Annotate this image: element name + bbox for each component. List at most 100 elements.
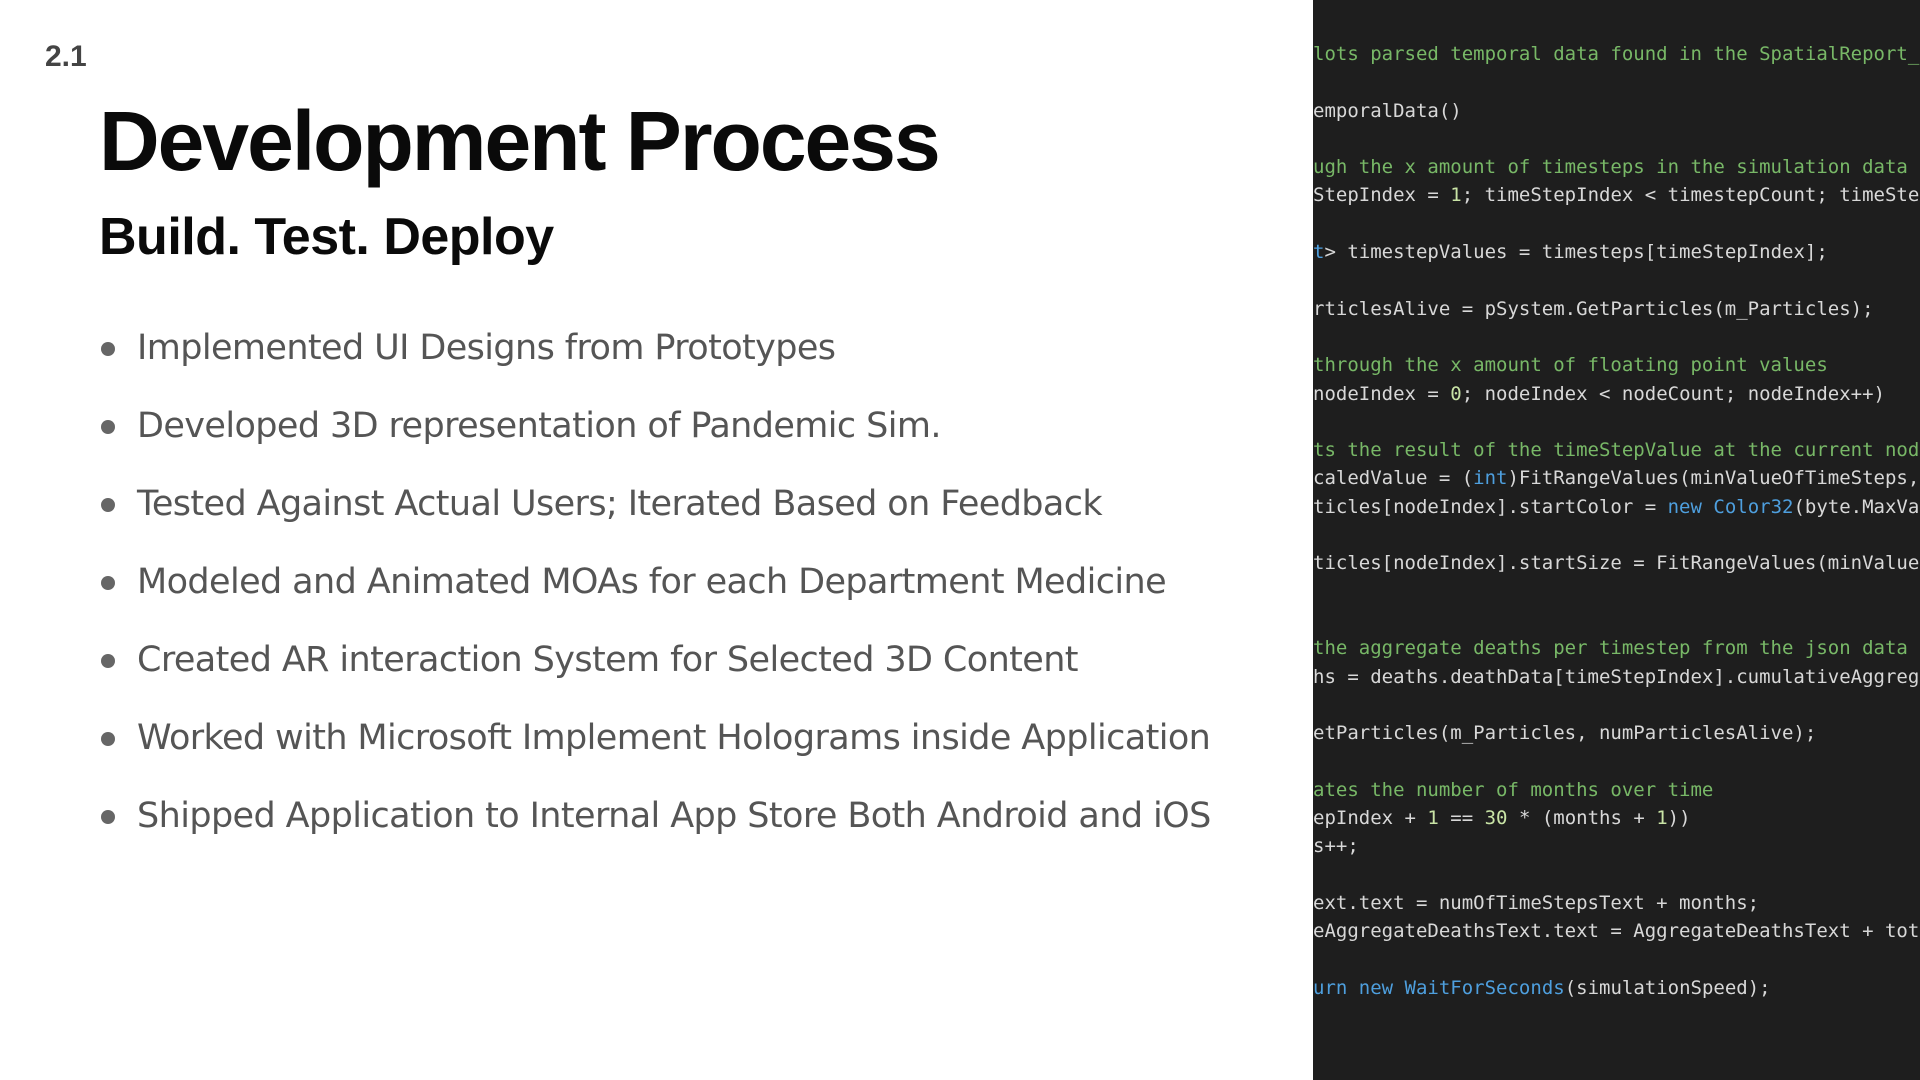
code-token: emporalData() bbox=[1313, 99, 1462, 122]
code-token: nodeIndex = bbox=[1313, 382, 1451, 405]
bullet-dot-icon bbox=[101, 342, 115, 356]
code-token: ; timeStepIndex < timestepCount; timeSte… bbox=[1461, 184, 1920, 207]
code-token: new bbox=[1667, 495, 1702, 518]
bullet-item: Created AR interaction System for Select… bbox=[100, 630, 1211, 708]
bullet-item: Shipped Application to Internal App Stor… bbox=[100, 786, 1211, 864]
code-line: StepIndex = 1; timeStepIndex < timestepC… bbox=[1313, 181, 1920, 209]
code-token: ticles[nodeIndex].startSize = FitRangeVa… bbox=[1313, 552, 1920, 575]
bullet-text: Developed 3D representation of Pandemic … bbox=[137, 406, 941, 446]
bullet-item: Implemented UI Designs from Prototypes bbox=[100, 318, 1211, 396]
code-token: int bbox=[1473, 467, 1508, 490]
code-screenshot-panel: lots parsed temporal data found in the S… bbox=[1313, 0, 1920, 1080]
code-token: through the x amount of floating point v… bbox=[1313, 354, 1828, 377]
code-comment-line: ts the result of the timeStepValue at th… bbox=[1313, 436, 1920, 464]
code-line: emporalData() bbox=[1313, 97, 1920, 125]
code-line: epIndex + 1 == 30 * (months + 1)) bbox=[1313, 804, 1920, 832]
code-comment-line: ugh the x amount of timesteps in the sim… bbox=[1313, 153, 1920, 181]
code-token bbox=[1702, 496, 1713, 518]
slide-content: 2.1 Development Process Build. Test. Dep… bbox=[45, 40, 1212, 864]
code-line: caledValue = (int)FitRangeValues(minValu… bbox=[1313, 464, 1920, 492]
bullet-text: Worked with Microsoft Implement Hologram… bbox=[137, 718, 1211, 758]
code-blank-line bbox=[1313, 125, 1920, 153]
code-blank-line bbox=[1313, 578, 1920, 606]
bullet-text: Implemented UI Designs from Prototypes bbox=[137, 328, 836, 368]
bullet-list: Implemented UI Designs from Prototypes D… bbox=[100, 318, 1211, 864]
code-line: hs = deaths.deathData[timeStepIndex].cum… bbox=[1313, 663, 1920, 691]
code-line: rticlesAlive = pSystem.GetParticles(m_Pa… bbox=[1313, 295, 1920, 323]
code-blank-line bbox=[1313, 861, 1920, 889]
code-token: StepIndex = bbox=[1313, 184, 1451, 207]
code-lines: lots parsed temporal data found in the S… bbox=[1313, 40, 1920, 1002]
bullet-dot-icon bbox=[101, 576, 115, 590]
bullet-dot-icon bbox=[101, 420, 115, 434]
code-token: s++; bbox=[1313, 835, 1359, 858]
code-token: lots parsed temporal data found in the S… bbox=[1313, 43, 1920, 65]
code-token: new bbox=[1358, 976, 1394, 999]
bullet-text: Shipped Application to Internal App Stor… bbox=[137, 796, 1211, 836]
code-token: 1 bbox=[1656, 807, 1668, 830]
slide-title: Development Process bbox=[99, 94, 941, 188]
code-line: etParticles(m_Particles, numParticlesAli… bbox=[1313, 719, 1920, 747]
code-token: 30 bbox=[1484, 807, 1508, 830]
code-token: (byte.MaxVal bbox=[1793, 495, 1920, 518]
code-line: t> timestepValues = timesteps[timeStepIn… bbox=[1313, 238, 1920, 266]
code-blank-line bbox=[1313, 266, 1920, 294]
bullet-item: Developed 3D representation of Pandemic … bbox=[100, 396, 1211, 474]
bullet-item: Tested Against Actual Users; Iterated Ba… bbox=[100, 474, 1211, 552]
code-line: eAggregateDeathsText.text = AggregateDea… bbox=[1313, 917, 1920, 945]
code-line: ticles[nodeIndex].startColor = new Color… bbox=[1313, 493, 1920, 521]
code-token: the aggregate deaths per timestep from t… bbox=[1313, 637, 1908, 660]
code-token: eAggregateDeathsText.text = AggregateDea… bbox=[1313, 920, 1920, 943]
slide-subtitle: Build. Test. Deploy bbox=[99, 208, 554, 266]
code-blank-line bbox=[1313, 946, 1920, 974]
code-line: ticles[nodeIndex].startSize = FitRangeVa… bbox=[1313, 549, 1920, 577]
code-line: s++; bbox=[1313, 832, 1920, 860]
code-blank-line bbox=[1313, 747, 1920, 775]
code-line: ext.text = numOfTimeStepsText + months; bbox=[1313, 889, 1920, 917]
code-token: ugh the x amount of timesteps in the sim… bbox=[1313, 156, 1908, 179]
code-token: * (months + bbox=[1507, 807, 1657, 830]
bullet-item: Modeled and Animated MOAs for each Depar… bbox=[100, 552, 1211, 630]
code-token: > timestepValues = timesteps[timeStepInd… bbox=[1324, 241, 1828, 264]
bullet-dot-icon bbox=[101, 732, 115, 746]
bullet-text: Created AR interaction System for Select… bbox=[137, 640, 1079, 680]
code-token: 1 bbox=[1427, 807, 1439, 830]
code-blank-line bbox=[1313, 210, 1920, 238]
code-blank-line bbox=[1313, 68, 1920, 96]
code-token: 0 bbox=[1450, 382, 1462, 405]
bullet-item: Worked with Microsoft Implement Hologram… bbox=[100, 708, 1211, 786]
code-blank-line bbox=[1313, 323, 1920, 351]
code-token: (simulationSpeed); bbox=[1564, 976, 1771, 999]
code-blank-line bbox=[1313, 521, 1920, 549]
bullet-dot-icon bbox=[101, 654, 115, 668]
code-token: t bbox=[1313, 241, 1325, 264]
code-token: epIndex + bbox=[1313, 807, 1428, 830]
code-line: urn new WaitForSeconds(simulationSpeed); bbox=[1313, 974, 1920, 1002]
bullet-text: Modeled and Animated MOAs for each Depar… bbox=[137, 562, 1167, 602]
code-token: caledValue = ( bbox=[1313, 467, 1474, 490]
code-token: ts the result of the timeStepValue at th… bbox=[1313, 439, 1920, 462]
code-token: etParticles(m_Particles, numParticlesAli… bbox=[1313, 722, 1817, 745]
code-comment-line: the aggregate deaths per timestep from t… bbox=[1313, 634, 1920, 662]
code-token: ext.text = numOfTimeStepsText + months; bbox=[1313, 891, 1760, 914]
code-blank-line bbox=[1313, 408, 1920, 436]
code-token: ates the number of months over time bbox=[1313, 778, 1714, 801]
code-token: 1 bbox=[1450, 184, 1462, 207]
code-token: Color32 bbox=[1713, 495, 1794, 518]
code-comment-line: ates the number of months over time bbox=[1313, 776, 1920, 804]
code-token: )FitRangeValues(minValueOfTimeSteps, bbox=[1507, 467, 1920, 490]
code-token: rticlesAlive = pSystem.GetParticles(m_Pa… bbox=[1313, 297, 1874, 320]
section-number: 2.1 bbox=[45, 40, 87, 73]
code-token: urn bbox=[1313, 976, 1359, 999]
code-blank-line bbox=[1313, 691, 1920, 719]
code-token: ; nodeIndex < nodeCount; nodeIndex++) bbox=[1461, 382, 1885, 405]
code-token: )) bbox=[1667, 807, 1691, 830]
code-token: WaitForSeconds bbox=[1404, 976, 1565, 999]
code-token: hs = deaths.deathData[timeStepIndex].cum… bbox=[1313, 665, 1920, 688]
code-blank-line bbox=[1313, 606, 1920, 634]
code-token: ticles[nodeIndex].startColor = bbox=[1313, 495, 1668, 518]
code-token bbox=[1393, 977, 1404, 999]
bullet-dot-icon bbox=[101, 498, 115, 512]
bullet-dot-icon bbox=[101, 810, 115, 824]
bullet-text: Tested Against Actual Users; Iterated Ba… bbox=[137, 484, 1103, 524]
